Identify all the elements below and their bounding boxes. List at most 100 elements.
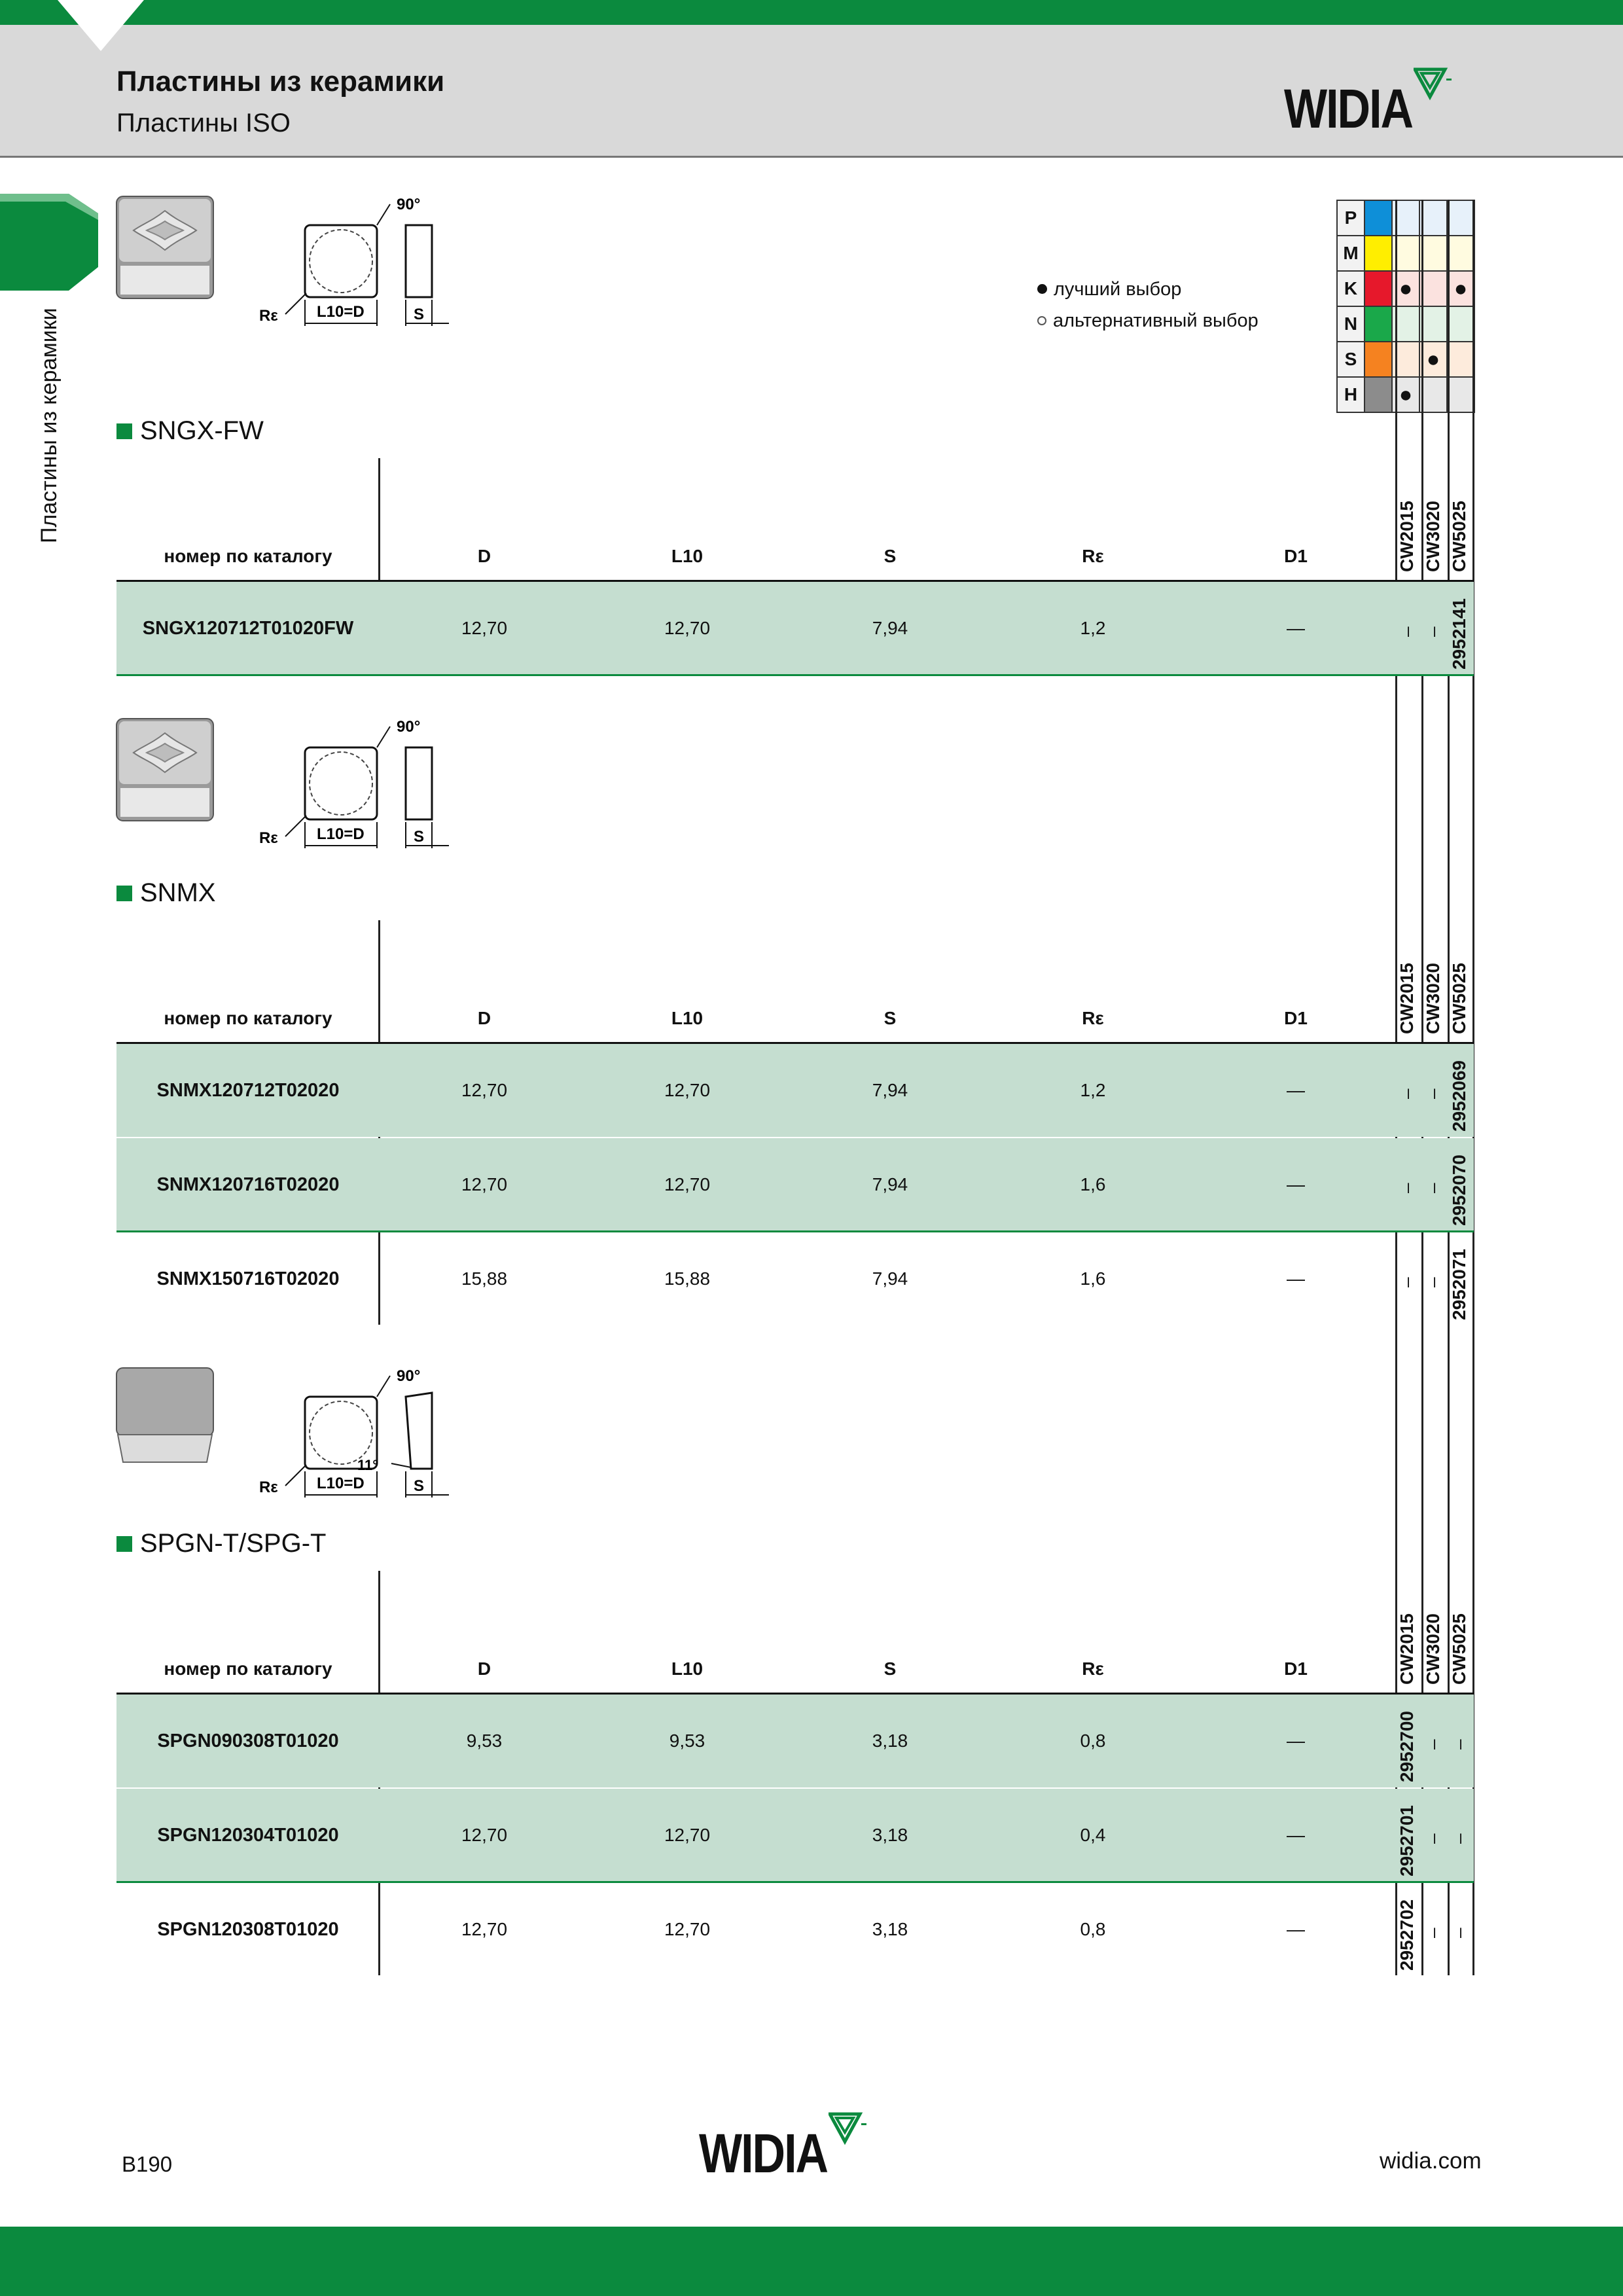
cell-cat: SPGN120304T01020 — [157, 1825, 339, 1846]
cell-cat: SNMX150716T02020 — [156, 1268, 340, 1289]
material-row: M — [1336, 235, 1475, 272]
website-link[interactable]: widia.com — [1380, 2148, 1482, 2174]
grade-header: CW3020 — [1423, 1613, 1443, 1685]
cell-d1: — — [1287, 1731, 1305, 1751]
cell-l10: 15,88 — [664, 1268, 711, 1289]
legend-best: лучший выбор — [1037, 274, 1258, 305]
cell-d1: — — [1287, 1080, 1305, 1100]
cell-l10: 12,70 — [664, 1919, 711, 1939]
grade-order-number: 2952701 — [1397, 1804, 1417, 1876]
column-header-l10: L10 — [671, 1659, 704, 1679]
section-title: SNMX — [116, 878, 216, 908]
grade-order-number: – — [1423, 1088, 1443, 1099]
cell-d1: — — [1287, 1825, 1305, 1845]
grade-header: CW5025 — [1449, 1613, 1469, 1685]
material-color-swatch — [1364, 341, 1393, 378]
catalog-column-divider — [378, 458, 380, 674]
material-grade-mark — [1446, 235, 1475, 272]
grade-order-number: – — [1423, 1183, 1443, 1193]
cell-cat: SPGN090308T01020 — [157, 1731, 339, 1751]
material-grade-mark — [1419, 235, 1448, 272]
material-grade-mark — [1419, 200, 1448, 236]
footer-widia-logo: WIDIA — [699, 2112, 868, 2184]
cell-d: 12,70 — [461, 1825, 508, 1845]
section-name: SNGX-FW — [140, 416, 264, 445]
group-separator — [116, 674, 1474, 676]
grade-order-number: 2952141 — [1449, 598, 1469, 670]
column-header-d1: D1 — [1284, 546, 1308, 566]
cell-d: 12,70 — [461, 1174, 508, 1194]
grade-order-number: 2952071 — [1449, 1248, 1469, 1320]
material-color-swatch — [1364, 270, 1393, 307]
footer-logo-triangle-icon — [829, 2112, 867, 2145]
cell-l10: 12,70 — [664, 1080, 711, 1100]
section-square-icon — [116, 1536, 132, 1552]
material-grade-mark: ● — [1446, 270, 1475, 307]
material-color-swatch — [1364, 306, 1393, 342]
hollow-dot-icon — [1037, 316, 1046, 325]
column-header-re: Rε — [1082, 546, 1104, 566]
material-grade-mark — [1419, 376, 1448, 413]
material-letter: K — [1336, 270, 1365, 307]
angle-label: 90° — [397, 718, 420, 736]
material-color-swatch — [1364, 235, 1393, 272]
cell-cat: SPGN120308T01020 — [157, 1919, 339, 1940]
column-header-s: S — [883, 1008, 897, 1028]
column-header-s: S — [883, 1659, 897, 1679]
grade-order-number: – — [1449, 1833, 1469, 1844]
grade-order-number: – — [1397, 1277, 1417, 1287]
cell-d: 12,70 — [461, 1080, 508, 1100]
top-green-bar — [0, 0, 1623, 25]
group-separator — [116, 1230, 1474, 1232]
side-label: Пластины из керамики — [37, 308, 62, 543]
grade-order-number: – — [1449, 1928, 1469, 1938]
section-title: SPGN-T/SPG-T — [116, 1529, 326, 1558]
grade-header: CW2015 — [1397, 501, 1417, 572]
column-header-re: Rε — [1082, 1659, 1104, 1679]
cell-l10: 12,70 — [664, 1825, 711, 1845]
logo-wordmark: WIDIA — [1284, 78, 1414, 139]
group-separator — [116, 1881, 1474, 1883]
material-grade-mark — [1446, 200, 1475, 236]
length-label: L10=D — [317, 303, 365, 321]
cell-d: 12,70 — [461, 1919, 508, 1939]
column-header-cat: номер по каталогу — [164, 1659, 332, 1679]
insert-photo — [116, 196, 214, 299]
material-letter: M — [1336, 235, 1365, 272]
grade-order-number: 2952069 — [1449, 1060, 1469, 1132]
material-grade-mark — [1419, 270, 1448, 307]
cell-d1: — — [1287, 1174, 1305, 1194]
logo-triangle-icon — [1414, 67, 1452, 101]
table-header-rule — [116, 1693, 1474, 1695]
cell-d: 9,53 — [466, 1731, 503, 1751]
grade-order-number: – — [1397, 626, 1417, 637]
column-header-d: D — [477, 546, 491, 566]
material-letter: H — [1336, 376, 1365, 413]
column-header-cat: номер по каталогу — [164, 1008, 332, 1028]
radius-label: Rε — [259, 1479, 278, 1496]
material-grade-mark — [1446, 306, 1475, 342]
section-name: SPGN-T/SPG-T — [140, 1529, 327, 1558]
bottom-green-bar — [0, 2227, 1623, 2296]
footer-logo-wordmark: WIDIA — [699, 2123, 829, 2184]
material-color-swatch — [1364, 200, 1393, 236]
table-header-rule — [116, 1042, 1474, 1044]
column-header-cat: номер по каталогу — [164, 546, 332, 566]
cell-s: 7,94 — [872, 1268, 908, 1289]
column-header-l10: L10 — [671, 1008, 704, 1028]
column-header-s: S — [883, 546, 897, 566]
page-header: Пластины из керамики Пластины ISO — [0, 25, 1623, 158]
section-title: SNGX-FW — [116, 416, 264, 446]
cell-re: 0,8 — [1080, 1731, 1106, 1751]
material-row: H● — [1336, 376, 1475, 413]
grade-order-number: 2952700 — [1397, 1710, 1417, 1782]
grade-order-number: – — [1423, 1928, 1443, 1938]
material-letter: N — [1336, 306, 1365, 342]
cell-re: 1,6 — [1080, 1268, 1106, 1289]
